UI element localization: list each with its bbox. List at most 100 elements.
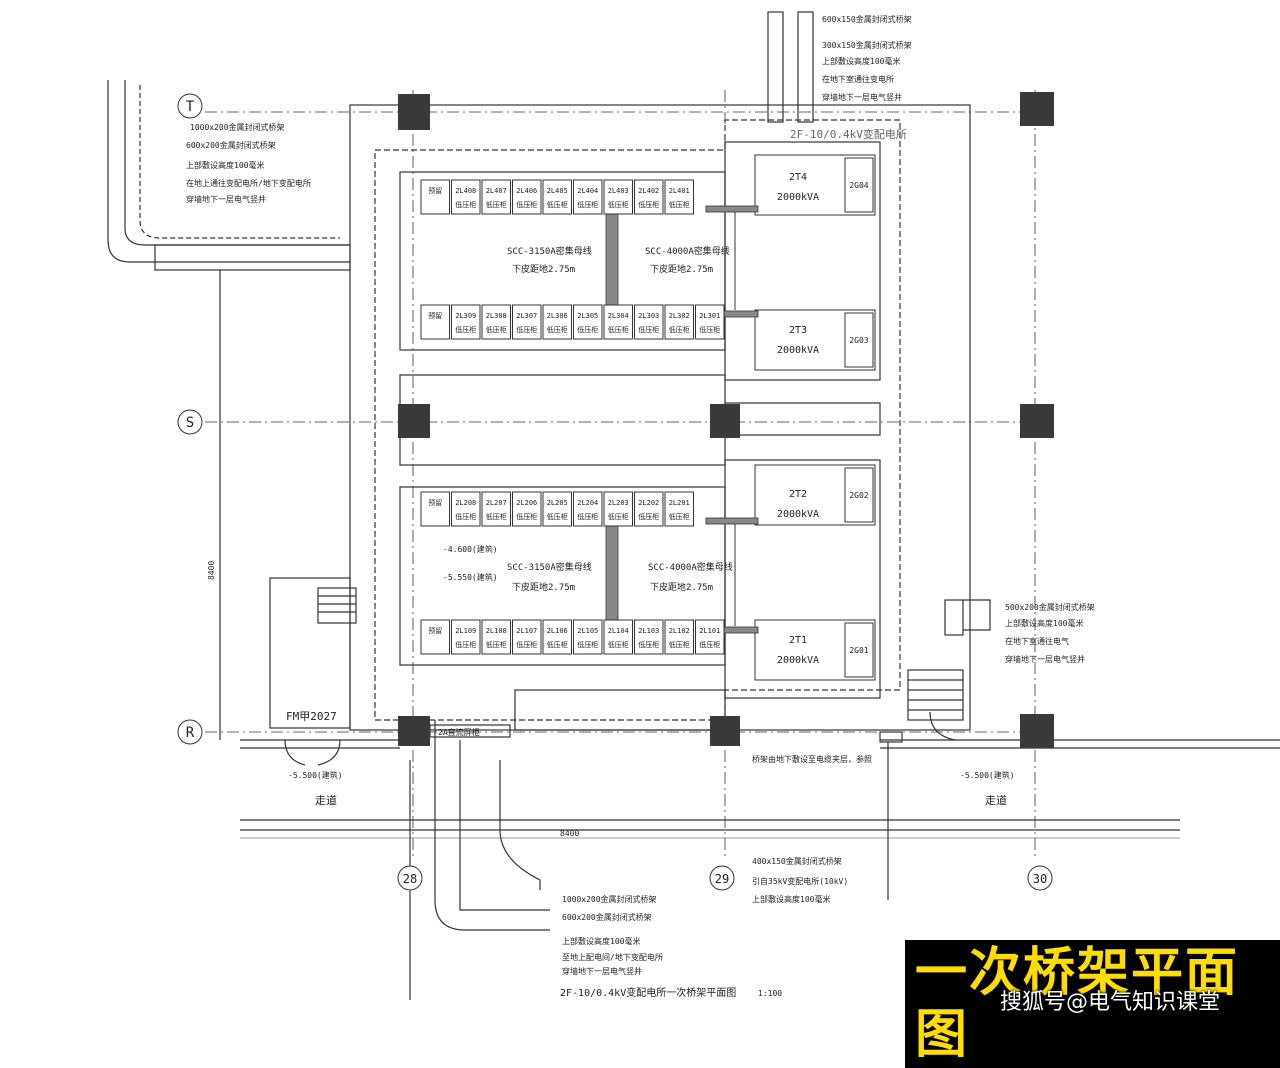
switchgear-panel [542, 179, 572, 215]
switchgear-panel [542, 619, 572, 655]
panel-id-label: 2L104 [608, 627, 629, 635]
panel-type-label: 低压柜 [486, 512, 507, 521]
note-top-left-3: 在地上通往变配电所/地下变配电所 [186, 178, 311, 188]
axis-s-label: S [186, 415, 194, 431]
panel-type-label: 低压柜 [669, 512, 690, 521]
switchgear-panel [634, 619, 664, 655]
busway-height-upper-left: 下皮距地2.75m [512, 263, 575, 275]
panel-id-label: 2L108 [486, 627, 507, 635]
switchgear-panel [512, 304, 542, 340]
note-right-2: 在地下室通往电气 [1005, 636, 1069, 646]
note-bottom-mid-1: 引自35kV变配电所(10kV) [752, 876, 848, 886]
panel-id-label: 2L305 [577, 312, 598, 320]
busway-vertical-upper [605, 199, 619, 321]
note-top-left-4: 穿墙地下一层电气竖井 [186, 194, 266, 204]
panel-id-label: 2L304 [608, 312, 629, 320]
switchgear-panel [512, 491, 542, 527]
busway-right-label-upper: SCC-4000A密集母线 [645, 245, 730, 257]
panel-type-label: 低压柜 [577, 512, 598, 521]
switchgear-panel [603, 304, 633, 340]
switchgear-panel [542, 491, 572, 527]
panel-id-label: 2L308 [486, 312, 507, 320]
panel-id-label: 2L208 [455, 499, 476, 507]
dimension-a: 8400 [560, 829, 579, 838]
busway-height-lower-right: 下皮距地2.75m [650, 581, 713, 593]
panel-id-label: 2L205 [547, 499, 568, 507]
axis-t-label: T [186, 99, 195, 115]
switchgear-panel [451, 619, 481, 655]
panel-type-label: 低压柜 [455, 200, 476, 209]
panel-type-label: 低压柜 [516, 200, 537, 209]
panel-type-label: 低压柜 [577, 200, 598, 209]
switchgear-panel [481, 619, 511, 655]
panel-id-label: 2L407 [486, 187, 507, 195]
switchgear-panel [420, 491, 450, 527]
switchgear-panel [603, 179, 633, 215]
panel-id-label: 2L207 [486, 499, 507, 507]
note-bottom-left-2: 上部敷设高度100毫米 [562, 936, 640, 946]
switchgear-panel [481, 491, 511, 527]
panel-id-label: 2L403 [608, 187, 629, 195]
panel-type-label: 低压柜 [547, 512, 568, 521]
panel-type-label: 低压柜 [547, 200, 568, 209]
axis-30-label: 30 [1033, 872, 1047, 886]
note-right-0: 500x200金属封闭式桥架 [1005, 602, 1095, 612]
panel-id-label: 预留 [428, 498, 442, 507]
room-label: 2F-10/0.4kV变配电所 [790, 127, 907, 141]
transformer-2t1-cap: 2000kVA [777, 655, 819, 666]
panel-id-label: 2L102 [669, 627, 690, 635]
floor-plan-drawing: T S R 28 29 30 2T4 2000kVA 2G04 2T3 2000… [107, 11, 1280, 1000]
note-right-1: 上部敷设高度100毫米 [1005, 618, 1083, 628]
panel-type-label: 低压柜 [577, 640, 598, 649]
note-bottom-mid-2: 上部敷设高度100毫米 [752, 894, 830, 904]
panel-type-label: 低压柜 [547, 325, 568, 334]
transformer-2t4-id: 2T4 [789, 172, 807, 183]
note-dc-cabinet: 2A直流屏柜 [438, 727, 480, 737]
panel-id-label: 2L302 [669, 312, 690, 320]
panel-type-label: 低压柜 [516, 325, 537, 334]
switchgear-panel [573, 491, 603, 527]
panel-id-label: 2L401 [669, 187, 690, 195]
transformer-2t4-tag: 2G04 [849, 181, 868, 190]
panel-type-label: 低压柜 [638, 200, 659, 209]
panel-id-label: 2L206 [516, 499, 537, 507]
elevation-right: -5.500(建筑) [960, 770, 1015, 780]
transformer-2t3-id: 2T3 [789, 325, 807, 336]
panel-type-label: 低压柜 [669, 325, 690, 334]
panel-type-label: 低压柜 [516, 512, 537, 521]
busway-left-label-lower: SCC-3150A密集母线 [507, 561, 592, 573]
panel-id-label: 预留 [428, 186, 442, 195]
panel-id-label: 2L106 [547, 627, 568, 635]
busway-right-label-lower: SCC-4000A密集母线 [648, 561, 733, 573]
switchgear-panel [573, 304, 603, 340]
transformer-2t2-tag: 2G02 [849, 491, 868, 500]
axis-28-label: 28 [403, 872, 417, 886]
panel-type-label: 低压柜 [608, 325, 629, 334]
panel-id-label: 2L301 [699, 312, 720, 320]
panel-id-label: 2L203 [608, 499, 629, 507]
switchgear-panel [664, 179, 694, 215]
transformer-2t2-cap: 2000kVA [777, 509, 819, 520]
switchgear-panel [420, 304, 450, 340]
panel-id-label: 2L101 [699, 627, 720, 635]
panel-id-label: 2L202 [638, 499, 659, 507]
cable-trench-outline [374, 119, 901, 721]
busway-vertical-lower [605, 519, 619, 631]
panel-type-label: 低压柜 [516, 640, 537, 649]
panel-id-label: 2L105 [577, 627, 598, 635]
note-top-right-4: 穿墙地下一层电气竖井 [822, 92, 902, 102]
panel-type-label: 低压柜 [669, 640, 690, 649]
panel-id-label: 2L309 [455, 312, 476, 320]
panel-type-label: 低压柜 [638, 640, 659, 649]
panel-id-label: 2L405 [547, 187, 568, 195]
transformer-2t4-cap: 2000kVA [777, 192, 819, 203]
axis-r-label: R [186, 725, 195, 741]
busway-height-upper-right: 下皮距地2.75m [650, 263, 713, 275]
switchgear-panel [451, 304, 481, 340]
note-top-left-2: 上部敷设高度100毫米 [186, 160, 264, 170]
switchgear-panel [664, 491, 694, 527]
dimension-b: 8400 [207, 561, 216, 580]
panel-id-label: 预留 [428, 311, 442, 320]
panel-type-label: 低压柜 [669, 200, 690, 209]
note-right-3: 穿墙地下一层电气竖井 [1005, 654, 1085, 664]
